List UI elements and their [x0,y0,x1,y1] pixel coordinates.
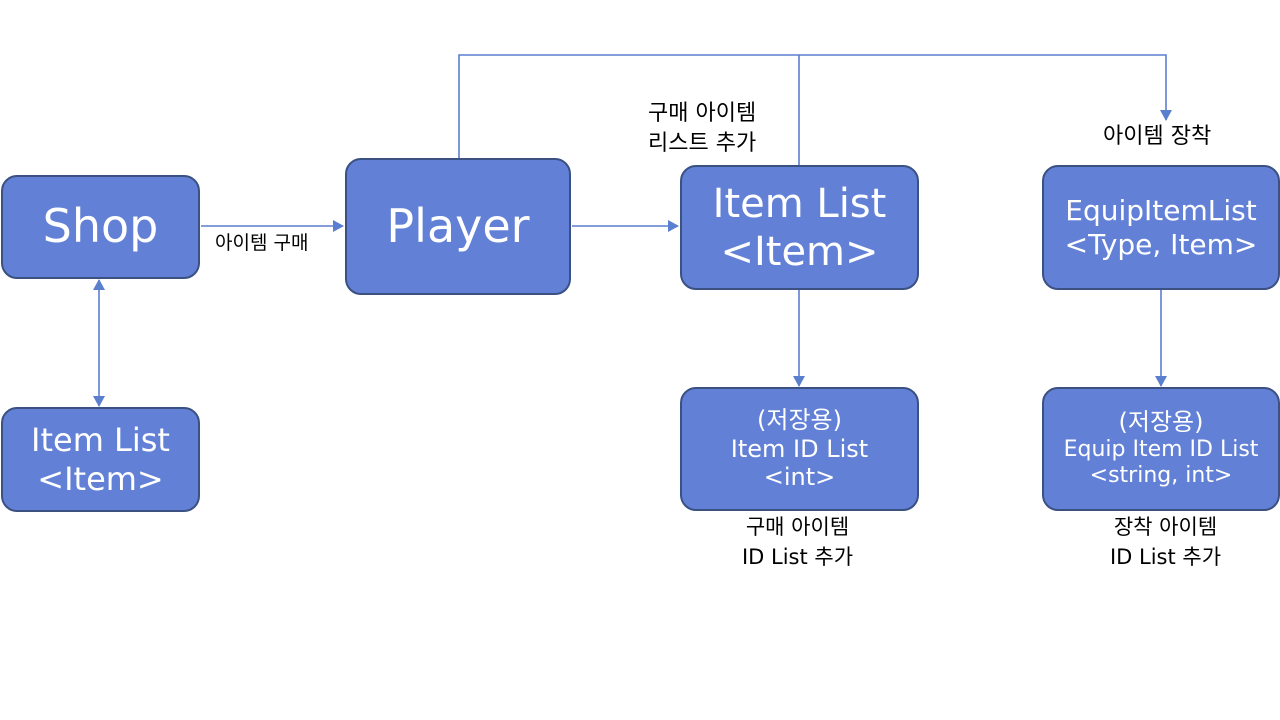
edge-player-to-equip-item-list [458,54,1172,158]
label-add-buy-id-list-line1: 구매 아이템 [745,515,850,539]
label-add-buy-list-line1: 구매 아이템 [648,101,757,126]
label-add-buy-id-list-line2: ID List 추가 [741,545,854,569]
equip-item-id-list-node: (저장용) Equip Item ID List <string, int> [1042,387,1280,511]
shop-item-list-title: Item List [31,421,170,460]
player-node-label: Player [386,198,530,253]
player-node: Player [345,158,571,295]
equip-item-id-list-storage-tag: (저장용) [1118,408,1204,437]
label-add-buy-list-line2: 리스트 추가 [648,131,757,156]
shop-item-list-node: Item List <Item> [1,407,200,512]
label-add-equip-id-list-line2: ID List 추가 [1109,545,1222,569]
equip-item-id-list-title: Equip Item ID List [1063,437,1259,462]
label-add-buy-list: 구매 아이템 리스트 추가 [648,99,756,159]
shop-node-label: Shop [42,199,159,254]
label-buy-item: 아이템 구매 [215,232,309,254]
item-id-list-node: (저장용) Item ID List <int> [680,387,919,511]
player-item-list-title: Item List [712,180,887,227]
equip-item-list-title: EquipItemList [1065,193,1257,227]
label-add-buy-id-list: 구매 아이템 ID List 추가 [700,512,895,572]
equip-item-list-type: <Type, Item> [1064,227,1258,261]
label-add-equip-id-list: 장착 아이템 ID List 추가 [1068,512,1263,572]
player-item-list-node: Item List <Item> [680,165,919,290]
equip-item-id-list-type: <string, int> [1089,463,1233,489]
shop-item-list-type: <Item> [37,459,164,498]
player-item-list-type: <Item> [720,228,879,275]
item-id-list-storage-tag: (저장용) [757,405,842,434]
item-id-list-title: Item ID List [730,434,869,463]
shop-node: Shop [1,175,200,279]
label-add-equip-id-list-line1: 장착 아이템 [1113,515,1218,539]
item-id-list-type: <int> [763,463,836,492]
equip-item-list-node: EquipItemList <Type, Item> [1042,165,1280,290]
label-equip-item: 아이템 장착 [1103,124,1212,149]
